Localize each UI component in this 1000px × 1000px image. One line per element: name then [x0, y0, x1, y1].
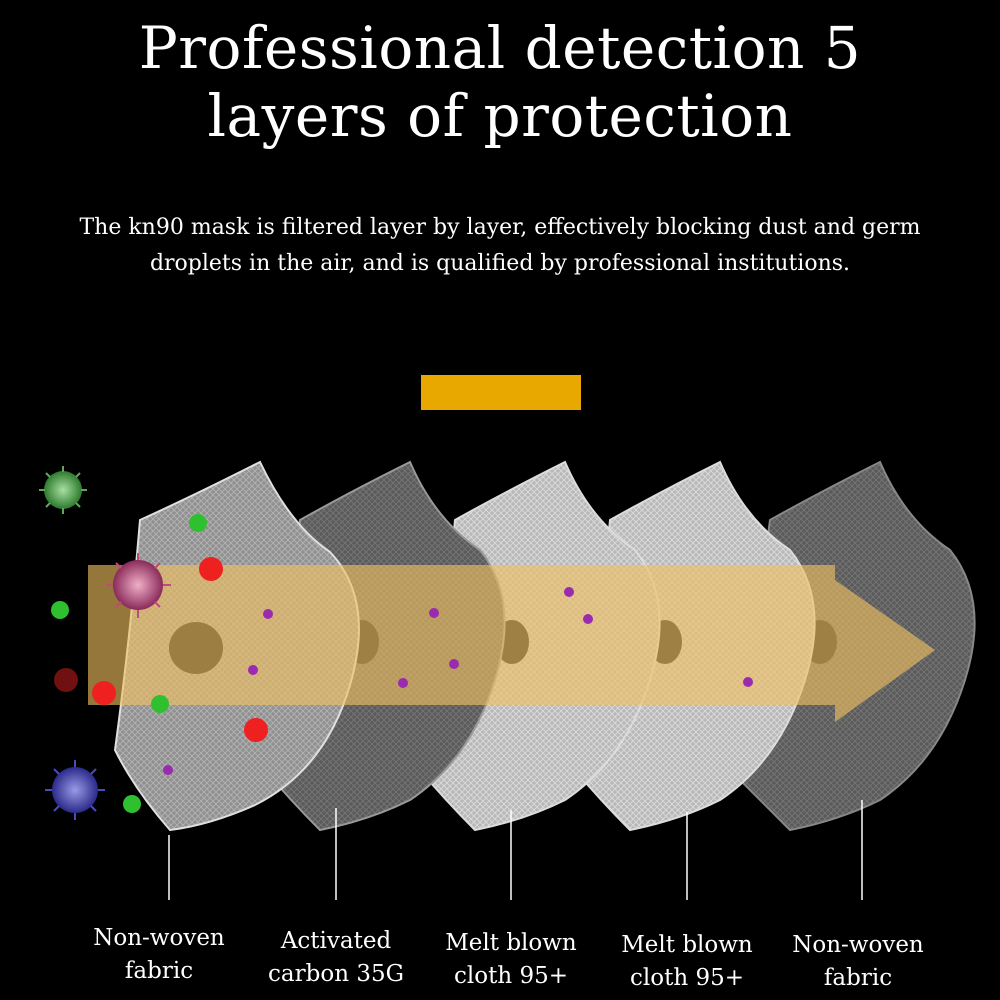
subtitle-line-2: droplets in the air, and is qualified by… [149, 251, 851, 276]
layer-label-4-line2: cloth 95+ [630, 965, 744, 991]
page-subtitle: The kn90 mask is filtered layer by layer… [20, 210, 980, 282]
layer-label-1-line2: fabric [124, 958, 194, 984]
subtitle-line-1: The kn90 mask is filtered layer by layer… [79, 215, 921, 240]
layer-label-3-line1: Melt blown [445, 930, 577, 956]
particles [51, 514, 753, 813]
layer-label-4-line1: Melt blown [621, 932, 753, 958]
title-line-1: Professional detection 5 [138, 14, 862, 82]
layer-label-5: Non-woven fabric [773, 929, 943, 995]
mask-layers-illustration [39, 460, 976, 900]
layer-label-5-line1: Non-woven [792, 932, 924, 958]
layer-label-5-line2: fabric [823, 965, 893, 991]
layer-label-2-line1: Activated [280, 928, 392, 954]
pointer-lines [168, 800, 863, 900]
virus-blue-icon [45, 760, 105, 820]
airflow-arrow [88, 565, 935, 722]
layer-label-2: Activated carbon 35G [251, 925, 421, 991]
accent-bar [421, 375, 581, 410]
layer-label-3-line2: cloth 95+ [454, 963, 568, 989]
layer-label-3: Melt blown cloth 95+ [426, 927, 596, 993]
layer-label-1-line1: Non-woven [93, 925, 225, 951]
layer-label-2-line2: carbon 35G [268, 961, 404, 987]
layer-label-1: Non-woven fabric [74, 922, 244, 988]
virus-pink-icon [106, 553, 171, 618]
layer-label-4: Melt blown cloth 95+ [602, 929, 772, 995]
title-line-2: layers of protection [207, 82, 793, 150]
virus-green-icon [39, 466, 87, 514]
page-title: Professional detection 5 layers of prote… [0, 14, 1000, 150]
